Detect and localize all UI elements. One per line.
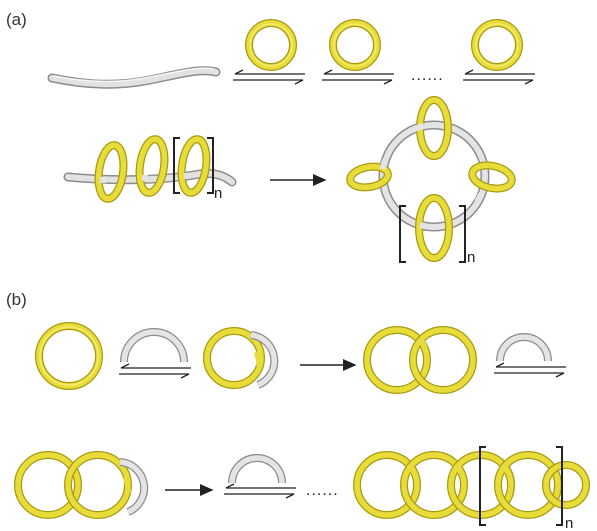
- arc-b3: [232, 458, 282, 483]
- ring-top-3: [475, 23, 519, 67]
- pseudorotaxane: [68, 138, 232, 201]
- polycatenane-chain: [357, 455, 586, 515]
- macrocycle-assembly: [349, 100, 514, 258]
- equilibrium-arrows-a3: [463, 70, 535, 84]
- bracket-a2: [400, 206, 465, 262]
- ellipsis-a: ......: [411, 67, 444, 84]
- ring-top-2: [333, 23, 377, 67]
- ellipsis-b: ......: [306, 482, 339, 499]
- subscript-n-a2: n: [467, 249, 475, 266]
- subscript-n-a1: n: [214, 185, 222, 202]
- equilibrium-arrows-a2: [322, 70, 394, 84]
- catenane-b3: [367, 330, 473, 390]
- ring-hook-b2: [207, 331, 274, 385]
- arc-b2: [500, 337, 548, 361]
- equilibrium-arrows-b1: [119, 364, 191, 378]
- panel-a-label: (a): [6, 10, 27, 29]
- panel-a: (a) ......: [6, 10, 535, 266]
- arc-b1: [124, 332, 184, 362]
- ring-top-1: [249, 23, 293, 67]
- subscript-n-b: n: [565, 515, 573, 531]
- panel-b: (b): [6, 290, 586, 531]
- thread-axle: [52, 68, 216, 84]
- panel-b-label: (b): [6, 290, 27, 309]
- ring-b1: [39, 326, 99, 386]
- catenane-hook-b4: [18, 455, 144, 515]
- equilibrium-arrows-b3: [224, 484, 296, 498]
- equilibrium-arrows-b2: [494, 363, 566, 377]
- equilibrium-arrows-a1: [233, 70, 305, 84]
